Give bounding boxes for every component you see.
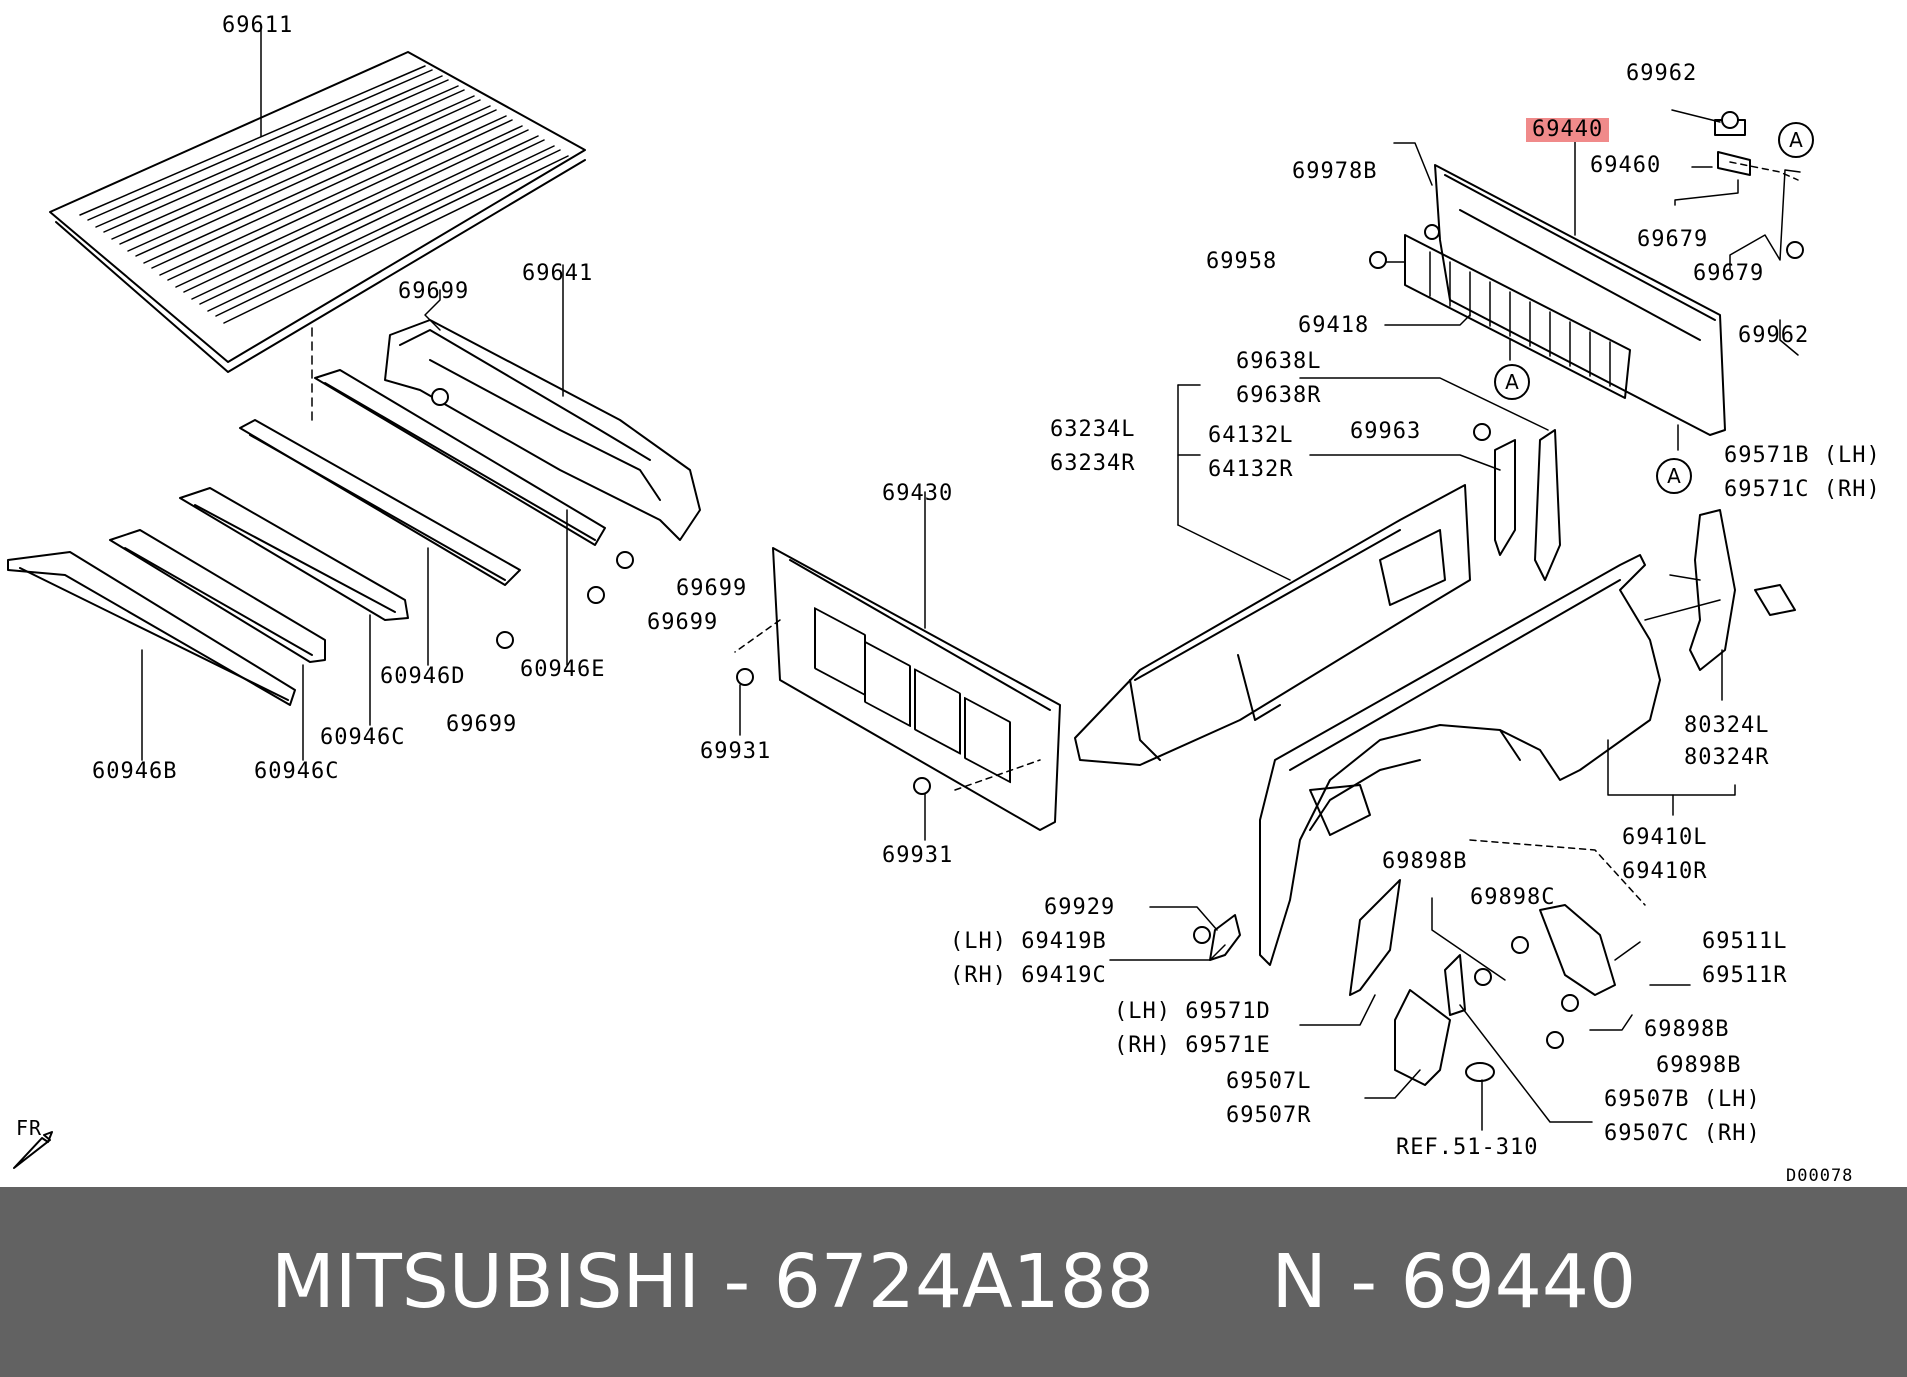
label-69571e: (RH) 69571E xyxy=(1114,1033,1271,1058)
label-69507r: 69507R xyxy=(1226,1103,1312,1128)
label-63234l: 63234L xyxy=(1050,417,1136,442)
inner-side-panel xyxy=(1074,384,1471,766)
label-69963: 69963 xyxy=(1350,419,1422,444)
label-69638l: 69638L xyxy=(1236,349,1322,374)
tailgate xyxy=(1384,119,1726,451)
side-sill xyxy=(384,264,701,541)
label-63234r: 63234R xyxy=(1050,451,1136,476)
label-69638r: 69638R xyxy=(1236,383,1322,408)
label-69962-b: 69962 xyxy=(1738,323,1810,348)
label-80324r: 80324R xyxy=(1684,745,1770,770)
label-69511r: 69511R xyxy=(1702,963,1788,988)
label-69931-a: 69931 xyxy=(700,739,772,764)
front-label: FR xyxy=(16,1116,43,1140)
callout-a-2: A xyxy=(1494,364,1530,400)
label-69419c: (RH) 69419C xyxy=(950,963,1107,988)
label-69699-c: 69699 xyxy=(647,610,719,635)
label-69571b: 69571B (LH) xyxy=(1724,443,1881,468)
label-69418: 69418 xyxy=(1298,313,1370,338)
label-69507c: 69507C (RH) xyxy=(1604,1121,1761,1146)
label-64132l: 64132L xyxy=(1208,423,1294,448)
front-panel xyxy=(734,491,1061,841)
label-69419b: (LH) 69419B xyxy=(950,929,1107,954)
label-69898b-a: 69898B xyxy=(1382,849,1468,874)
label-69611: 69611 xyxy=(222,13,294,38)
label-60946e: 60946E xyxy=(520,657,606,682)
side-brackets xyxy=(1299,377,1561,581)
label-60946c-a: 60946C xyxy=(320,725,406,750)
part-labels: 69611 69699 69641 69699 69699 69699 6094… xyxy=(16,13,1881,1187)
label-69410l: 69410L xyxy=(1622,825,1708,850)
bed-floor-panel xyxy=(49,27,586,421)
label-69440-highlighted: 69440 xyxy=(1526,118,1610,142)
callout-a-3: A xyxy=(1656,458,1692,494)
label-69962-a: 69962 xyxy=(1626,61,1698,86)
label-60946c-b: 60946C xyxy=(254,759,340,784)
corner-trim xyxy=(1644,509,1796,701)
label-69410r: 69410R xyxy=(1622,859,1708,884)
label-69571c: 69571C (RH) xyxy=(1724,477,1881,502)
label-69507b: 69507B (LH) xyxy=(1604,1087,1761,1112)
label-80324l: 80324L xyxy=(1684,713,1770,738)
label-69641: 69641 xyxy=(522,261,594,286)
front-direction-arrow xyxy=(13,1131,53,1169)
label-69511l: 69511L xyxy=(1702,929,1788,954)
banner-text: MITSUBISHI - 6724A188 N - 69440 xyxy=(270,1239,1637,1325)
label-69430: 69430 xyxy=(882,481,954,506)
label-60946b: 60946B xyxy=(92,759,178,784)
label-69958: 69958 xyxy=(1206,249,1278,274)
label-69679-b: 69679 xyxy=(1693,261,1765,286)
wheelhouse-parts xyxy=(1109,839,1691,1131)
parts-drawing xyxy=(7,27,1804,1169)
label-60946d: 60946D xyxy=(380,664,466,689)
label-69679-a: 69679 xyxy=(1637,227,1709,252)
label-69929: 69929 xyxy=(1044,895,1116,920)
label-64132r: 64132R xyxy=(1208,457,1294,482)
label-69460: 69460 xyxy=(1590,153,1662,178)
label-69898b-b: 69898B xyxy=(1644,1017,1730,1042)
label-69507l: 69507L xyxy=(1226,1069,1312,1094)
diagram-code: D00078 xyxy=(1786,1166,1854,1186)
label-69898b-c: 69898B xyxy=(1656,1053,1742,1078)
part-number-banner: MITSUBISHI - 6724A188 N - 69440 xyxy=(0,1187,1907,1377)
outer-fender xyxy=(1259,554,1736,966)
label-69978b: 69978B xyxy=(1292,159,1378,184)
label-69571d: (LH) 69571D xyxy=(1114,999,1271,1024)
parts-diagram: 69611 69699 69641 69699 69699 69699 6094… xyxy=(7,13,1881,1187)
label-69699-a: 69699 xyxy=(398,279,470,304)
label-69898c: 69898C xyxy=(1470,885,1556,910)
label-ref-51-310: REF.51-310 xyxy=(1396,1135,1539,1160)
label-69699-b: 69699 xyxy=(676,576,748,601)
fasteners xyxy=(431,111,1804,1049)
label-69699-d: 69699 xyxy=(446,712,518,737)
label-69931-b: 69931 xyxy=(882,843,954,868)
cross-members xyxy=(7,369,606,761)
callout-a-1: A xyxy=(1778,122,1814,158)
